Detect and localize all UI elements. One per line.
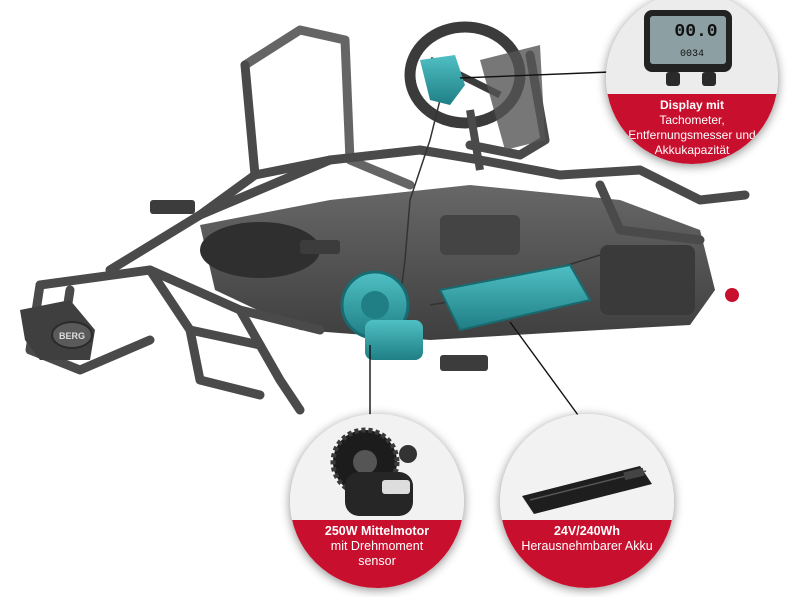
leader-lines	[369, 71, 611, 418]
display-caption-title: Display mit	[659, 98, 725, 112]
pedals	[150, 200, 488, 371]
display-caption-line: Entfernungsmesser und	[628, 128, 756, 142]
display-mount	[420, 55, 465, 105]
display-distance-readout: 0034	[680, 49, 704, 60]
display-callout: 00.0 0034 Display mit Tachometer, Entfer…	[606, 0, 778, 164]
motor-callout: 250W Mittelmotor mit Drehmoment sensor	[290, 414, 464, 588]
battery-caption: 24V/240Wh Herausnehmbarer Akku	[500, 520, 674, 588]
motor-caption: 250W Mittelmotor mit Drehmoment sensor	[290, 520, 464, 588]
mid-motor	[340, 270, 423, 360]
motor-caption-line: sensor	[358, 554, 396, 568]
battery-callout: 24V/240Wh Herausnehmbarer Akku	[500, 414, 674, 588]
display-speed-readout: 00.0	[674, 22, 717, 42]
display-caption-line: Akkukapazität	[654, 143, 730, 157]
display-caption-line: Tachometer,	[659, 113, 725, 127]
display-caption: Display mit Tachometer, Entfernungsmesse…	[606, 94, 778, 164]
front-bumper: BERG	[20, 300, 95, 360]
battery-caption-line: Herausnehmbarer Akku	[521, 539, 653, 553]
rear-reflector	[725, 288, 739, 302]
motor-caption-title: 250W Mittelmotor	[324, 524, 430, 538]
motor-caption-line: mit Drehmoment	[330, 539, 424, 553]
seat	[480, 45, 545, 150]
brand-badge: BERG	[59, 331, 85, 341]
battery-pack	[438, 263, 592, 332]
battery-caption-title: 24V/240Wh	[553, 524, 620, 538]
